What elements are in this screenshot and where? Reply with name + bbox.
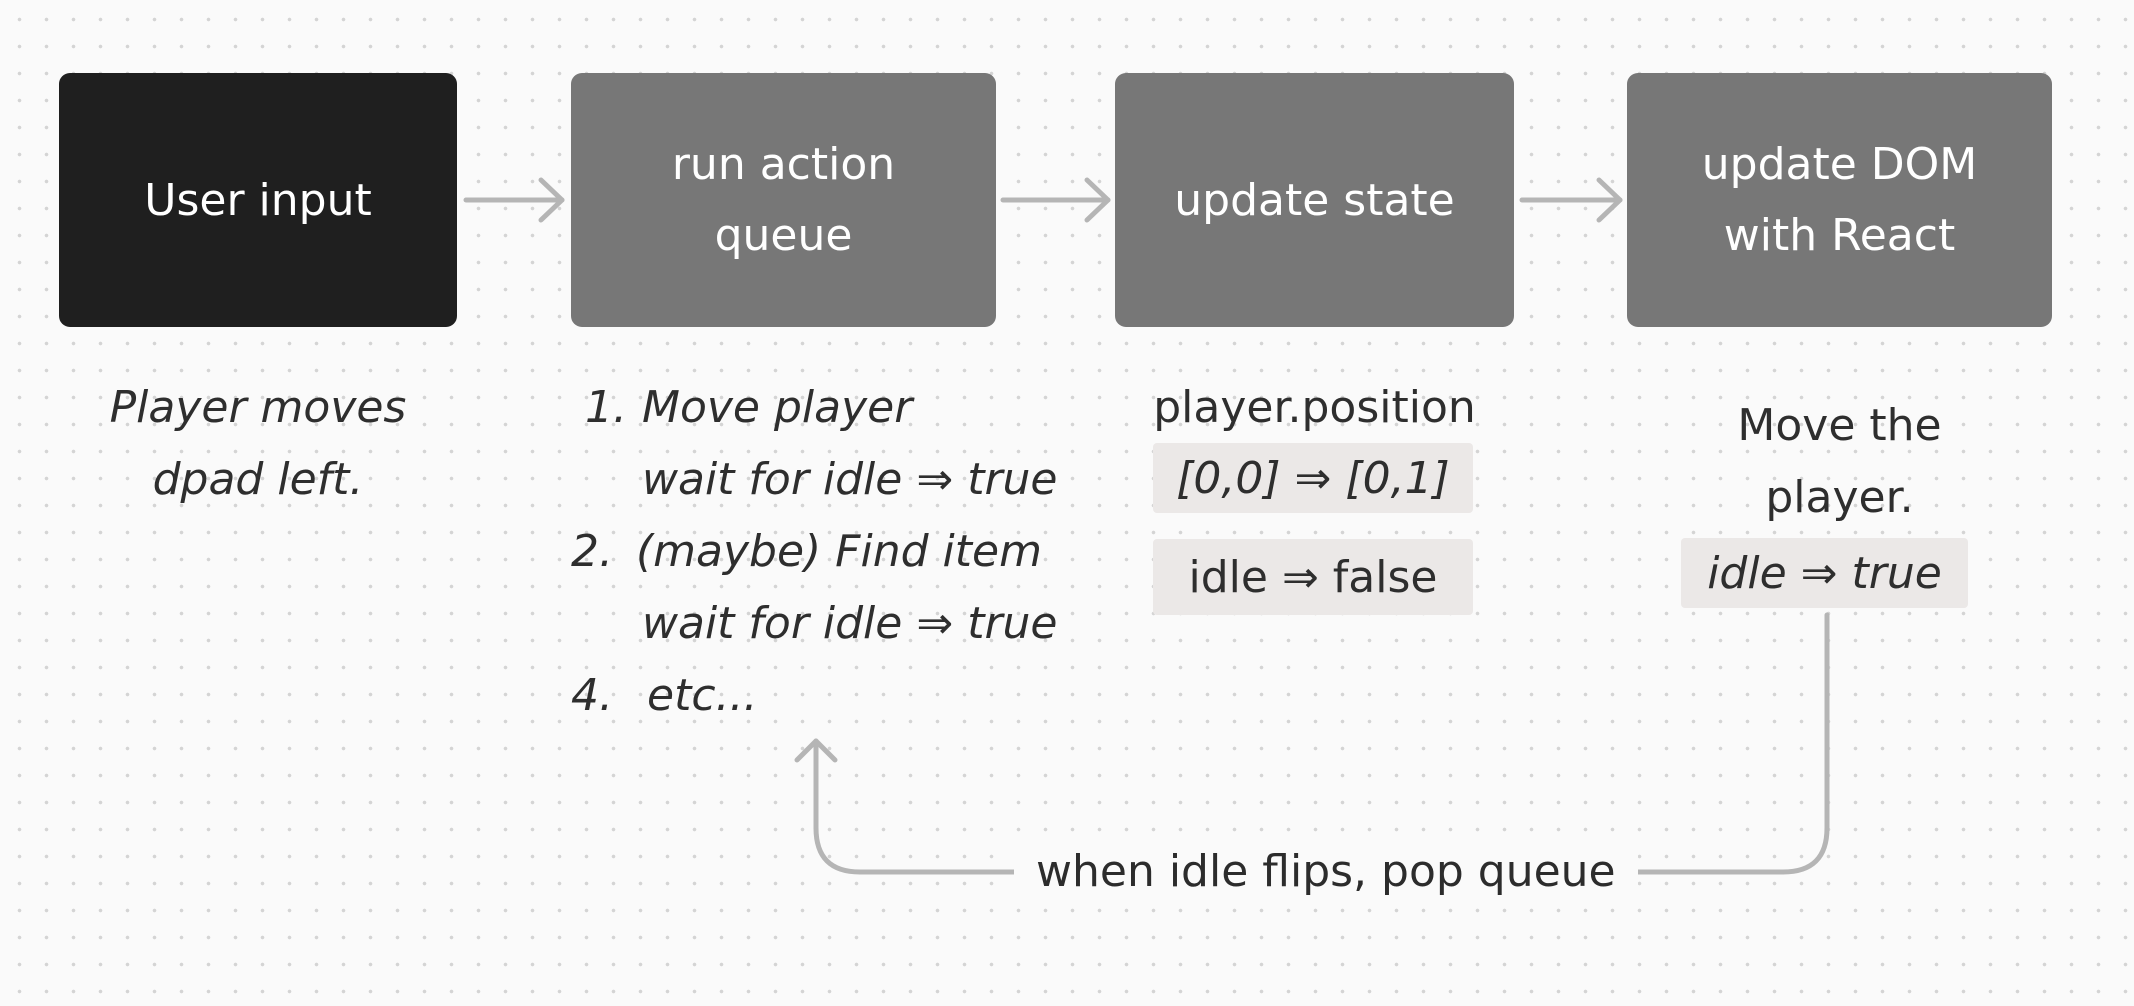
step-label: run action — [671, 139, 896, 190]
list-item-text: (maybe) Find item — [636, 526, 1042, 577]
state-chip-position: [0,0] ⇒ [0,1] — [1153, 443, 1473, 513]
list-item-text: wait for idle ⇒ true — [642, 454, 1058, 505]
list-item-text: etc... — [647, 670, 758, 721]
list-item-text: wait for idle ⇒ true — [642, 598, 1058, 649]
note-line: dpad left. — [152, 454, 364, 505]
list-item-text: Move player — [642, 382, 913, 433]
state-chip-idle: idle ⇒ false — [1153, 539, 1473, 615]
note-line: Player moves — [109, 382, 407, 433]
list-marker: 1. — [585, 382, 627, 433]
state-label: player.position — [1153, 382, 1476, 433]
step-label: queue — [714, 210, 853, 261]
step-label: update state — [1174, 174, 1455, 226]
note-line: player. — [1765, 472, 1914, 523]
step-run-action-queue: run action queue — [571, 73, 996, 327]
step-label: update DOM — [1701, 139, 1978, 190]
step-user-input: User input — [59, 73, 457, 327]
list-marker: 2. — [571, 526, 613, 577]
note-user-input: Player moves dpad left. — [59, 372, 457, 516]
arrow-state-to-dom — [1519, 177, 1623, 223]
note-line: Move the — [1737, 400, 1942, 451]
arrow-input-to-queue — [463, 177, 565, 223]
arrow-queue-to-state — [1000, 177, 1111, 223]
dom-chip-idle: idle ⇒ true — [1681, 538, 1968, 608]
list-marker: 4. — [571, 670, 613, 721]
step-update-state: update state — [1115, 73, 1514, 327]
note-dom-update: Move the player. — [1627, 390, 2052, 534]
step-update-dom: update DOM with React — [1627, 73, 2052, 327]
step-label: User input — [144, 174, 372, 226]
step-label: with React — [1723, 210, 1956, 261]
loop-label: when idle flips, pop queue — [1014, 836, 1638, 908]
